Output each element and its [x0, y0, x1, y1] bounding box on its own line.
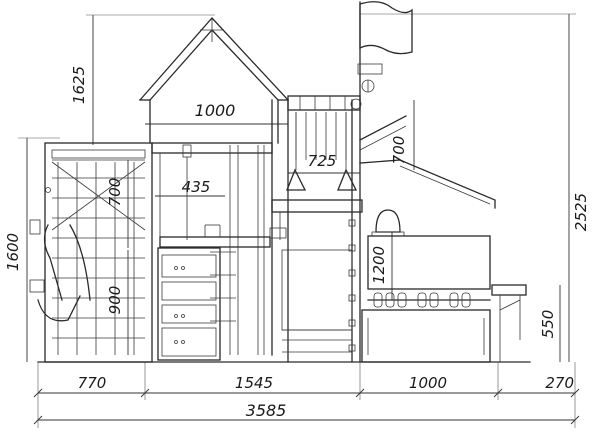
dim-left-height: 1600 — [4, 233, 22, 271]
ramp-house — [359, 115, 527, 363]
left-climbing-frame — [29, 142, 153, 363]
dim-total-width: 3585 — [246, 401, 287, 420]
dim-shelf-width: 435 — [182, 178, 211, 196]
dim-lower-panel-height: 900 — [106, 286, 124, 315]
dim-bar-width: 725 — [308, 152, 337, 170]
dim-left-width: 770 — [78, 374, 107, 392]
dim-total-height: 2525 — [572, 193, 590, 231]
dim-roof-height: 1625 — [70, 66, 88, 104]
dim-right-width: 1000 — [409, 374, 447, 392]
dim-house-width: 1000 — [195, 101, 236, 120]
flag-mast — [357, 1, 413, 101]
dim-far-right-width: 270 — [545, 374, 574, 392]
dim-wall-panel-height: 700 — [106, 178, 124, 207]
dim-ramp-height: 700 — [390, 136, 408, 165]
dimension-labels: 1625 2525 1600 1000 725 700 700 435 1200… — [4, 66, 590, 420]
dimension-lines — [18, 13, 580, 428]
drawer-unit — [157, 247, 236, 361]
dim-bench-height: 550 — [539, 310, 557, 339]
house-tower — [139, 17, 289, 363]
dim-center-width: 1545 — [235, 374, 273, 392]
dim-panel-height: 1200 — [370, 246, 388, 284]
center-ladder-module — [269, 95, 363, 363]
